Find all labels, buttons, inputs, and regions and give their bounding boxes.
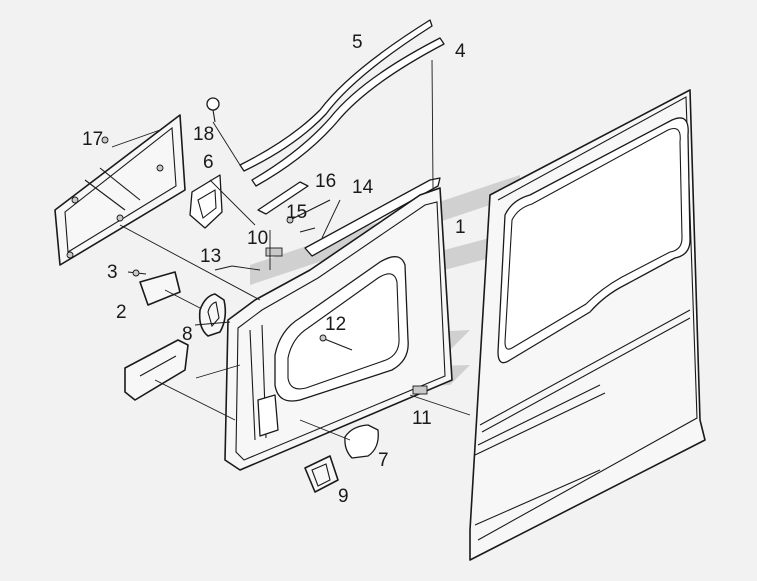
door-inner-frame — [224, 187, 453, 471]
inner-trim-panel — [54, 114, 186, 266]
callout-5: 5 — [352, 32, 363, 53]
window-strip-inner — [251, 37, 445, 187]
callout-11: 11 — [412, 408, 432, 429]
bracket — [257, 181, 309, 215]
callout-labels: 1 2 3 4 5 6 7 8 9 10 11 12 13 14 15 16 1… — [82, 32, 466, 507]
callout-6: 6 — [203, 152, 214, 173]
bracket-7 — [344, 424, 379, 459]
callout-17: 17 — [82, 129, 103, 150]
fasteners — [127, 199, 331, 277]
callout-18: 18 — [193, 124, 214, 145]
callout-1: 1 — [455, 217, 466, 238]
clip-part — [206, 97, 220, 123]
callout-12: 12 — [325, 314, 346, 335]
callout-16: 16 — [315, 171, 336, 192]
clip-11 — [412, 385, 428, 395]
window-strip-outer — [239, 19, 433, 172]
callout-9: 9 — [338, 486, 349, 507]
belt-molding — [304, 177, 441, 257]
callout-10: 10 — [247, 228, 268, 249]
callout-4: 4 — [455, 41, 466, 62]
handle-escutcheon — [304, 455, 339, 493]
seal-ring — [198, 293, 227, 337]
leader-lines — [111, 59, 471, 441]
callout-7: 7 — [378, 450, 389, 471]
hinge-bracket — [139, 271, 181, 306]
handle-housing — [189, 174, 223, 229]
callout-13: 13 — [200, 246, 221, 267]
callout-2: 2 — [116, 302, 127, 323]
door-outer-panel — [469, 89, 706, 561]
callout-14: 14 — [352, 177, 374, 198]
lower-housing — [124, 339, 189, 401]
callout-8: 8 — [182, 324, 193, 345]
callout-3: 3 — [107, 262, 118, 283]
bolt — [319, 334, 353, 351]
callout-15: 15 — [286, 202, 307, 223]
